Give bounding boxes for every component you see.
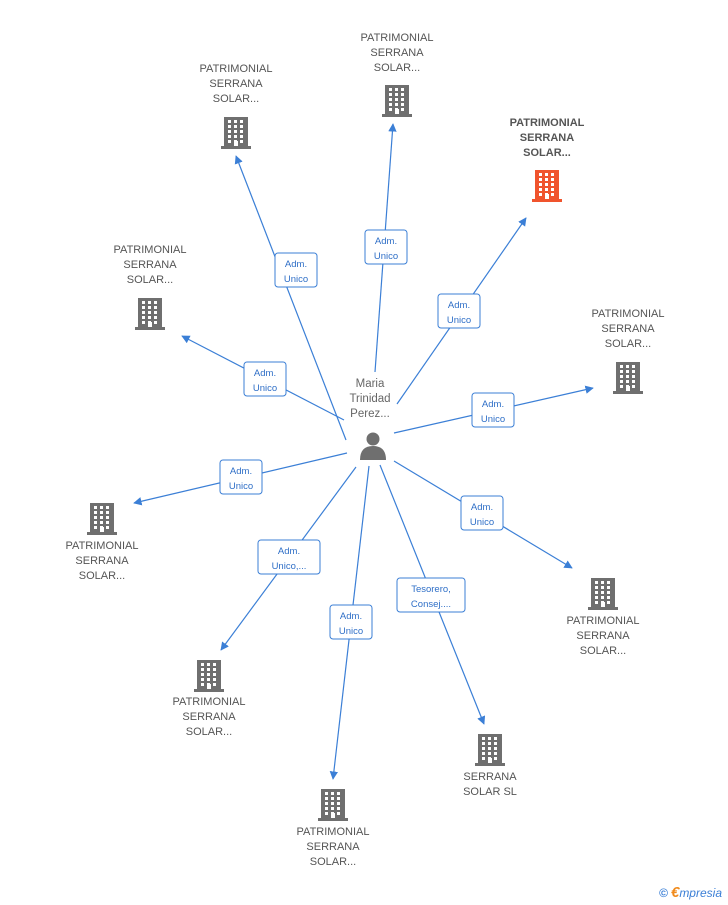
role-text: Unico: [253, 383, 277, 394]
company-label: SOLAR...: [127, 274, 173, 286]
company-label: SOLAR...: [310, 856, 356, 868]
building-icon: [532, 170, 562, 202]
company-node-n11[interactable]: PATRIMONIAL SERRANA SOLAR...: [114, 244, 187, 330]
role-text: Unico: [229, 481, 253, 492]
company-label: SERRANA: [576, 630, 630, 642]
company-label: PATRIMONIAL: [114, 244, 187, 256]
building-icon: [382, 85, 412, 117]
company-label: PATRIMONIAL: [592, 308, 665, 320]
role-text: Unico: [447, 315, 471, 326]
company-label: SERRANA: [123, 259, 177, 271]
company-node-n1[interactable]: PATRIMONIAL SERRANA SOLAR...: [200, 63, 273, 149]
company-label: PATRIMONIAL: [173, 696, 246, 708]
company-node-n5[interactable]: PATRIMONIAL SERRANA SOLAR...: [567, 578, 640, 657]
role-text: Adm.: [230, 466, 252, 477]
edge-role-label-n2[interactable]: Adm. Unico: [364, 229, 408, 265]
company-label: PATRIMONIAL: [361, 32, 434, 44]
company-label: SERRANA: [75, 555, 129, 567]
building-icon: [135, 298, 165, 330]
building-icon: [318, 789, 348, 821]
company-node-n4[interactable]: PATRIMONIAL SERRANA SOLAR...: [592, 308, 665, 394]
edge-role-label-n4[interactable]: Adm. Unico: [471, 392, 515, 428]
role-text: Adm.: [285, 259, 307, 270]
company-label: PATRIMONIAL: [297, 826, 370, 838]
person-label: Trinidad: [349, 393, 390, 405]
copyright-symbol: ©: [659, 886, 668, 900]
role-text: Unico,...: [272, 561, 307, 572]
company-node-n10[interactable]: PATRIMONIAL SERRANA SOLAR...: [173, 660, 246, 738]
edge-role-label-n9[interactable]: Adm. Unico: [219, 459, 263, 495]
company-node-n9[interactable]: PATRIMONIAL SERRANA SOLAR...: [66, 503, 139, 582]
company-node-n8[interactable]: SERRANA SOLAR SL: [463, 734, 517, 798]
edge-role-label-n1[interactable]: Adm. Unico: [274, 252, 318, 288]
company-node-n2[interactable]: PATRIMONIAL SERRANA SOLAR...: [361, 32, 434, 117]
building-icon: [475, 734, 505, 766]
building-icon: [87, 503, 117, 535]
person-label: Maria: [356, 378, 385, 390]
role-text: Adm.: [278, 546, 300, 557]
role-text: Unico: [339, 626, 363, 637]
company-label: PATRIMONIAL: [66, 540, 139, 552]
company-label: SOLAR SL: [463, 786, 517, 798]
role-text: Unico: [470, 517, 494, 528]
edge-role-label-n5[interactable]: Adm. Unico: [460, 495, 504, 531]
building-icon: [613, 362, 643, 394]
role-text: Consej....: [411, 599, 451, 610]
company-label: SERRANA: [209, 78, 263, 90]
building-icon: [588, 578, 618, 610]
company-label: SERRANA: [520, 132, 574, 144]
building-icon: [221, 117, 251, 149]
role-text: Unico: [481, 414, 505, 425]
company-label: PATRIMONIAL: [567, 615, 640, 627]
person-label: Perez...: [350, 408, 390, 420]
role-text: Tesorero,: [411, 584, 451, 595]
role-text: Unico: [374, 251, 398, 262]
company-label: PATRIMONIAL: [510, 117, 585, 129]
building-icon: [194, 660, 224, 692]
company-node-n7[interactable]: PATRIMONIAL SERRANA SOLAR...: [297, 789, 370, 868]
brand-logo-e: €: [670, 884, 680, 901]
person-icon: [360, 432, 386, 460]
role-text: Adm.: [375, 236, 397, 247]
company-label: SOLAR...: [580, 645, 626, 657]
edge-role-label-n8[interactable]: Tesorero, Consej....: [396, 577, 466, 613]
role-text: Adm.: [254, 368, 276, 379]
edge-line-n1: [234, 155, 347, 441]
role-text: Adm.: [448, 300, 470, 311]
company-label: SOLAR...: [79, 570, 125, 582]
company-label: SERRANA: [601, 323, 655, 335]
edge-role-label-n11[interactable]: Adm. Unico: [243, 361, 287, 397]
role-text: Adm.: [340, 611, 362, 622]
company-label: SOLAR...: [605, 338, 651, 350]
company-label: SERRANA: [370, 47, 424, 59]
company-label: SERRANA: [463, 771, 517, 783]
role-text: Adm.: [482, 399, 504, 410]
brand-name: mpresia: [679, 886, 722, 900]
company-label: SOLAR...: [523, 147, 571, 159]
role-text: Unico: [284, 274, 308, 285]
company-label: SOLAR...: [374, 62, 420, 74]
company-label: PATRIMONIAL: [200, 63, 273, 75]
edge-role-label-n3[interactable]: Adm. Unico: [437, 293, 481, 329]
edge-role-label-n7[interactable]: Adm. Unico: [329, 604, 373, 640]
company-label: SOLAR...: [213, 93, 259, 105]
company-label: SERRANA: [182, 711, 236, 723]
company-label: SOLAR...: [186, 726, 232, 738]
footer-brand: ©€mpresia: [659, 884, 722, 901]
role-text: Adm.: [471, 502, 493, 513]
person-node[interactable]: MariaTrinidadPerez...: [349, 378, 391, 460]
company-node-n3[interactable]: PATRIMONIAL SERRANA SOLAR...: [510, 117, 585, 202]
company-label: SERRANA: [306, 841, 360, 853]
edge-role-label-n10[interactable]: Adm. Unico,...: [257, 539, 321, 575]
